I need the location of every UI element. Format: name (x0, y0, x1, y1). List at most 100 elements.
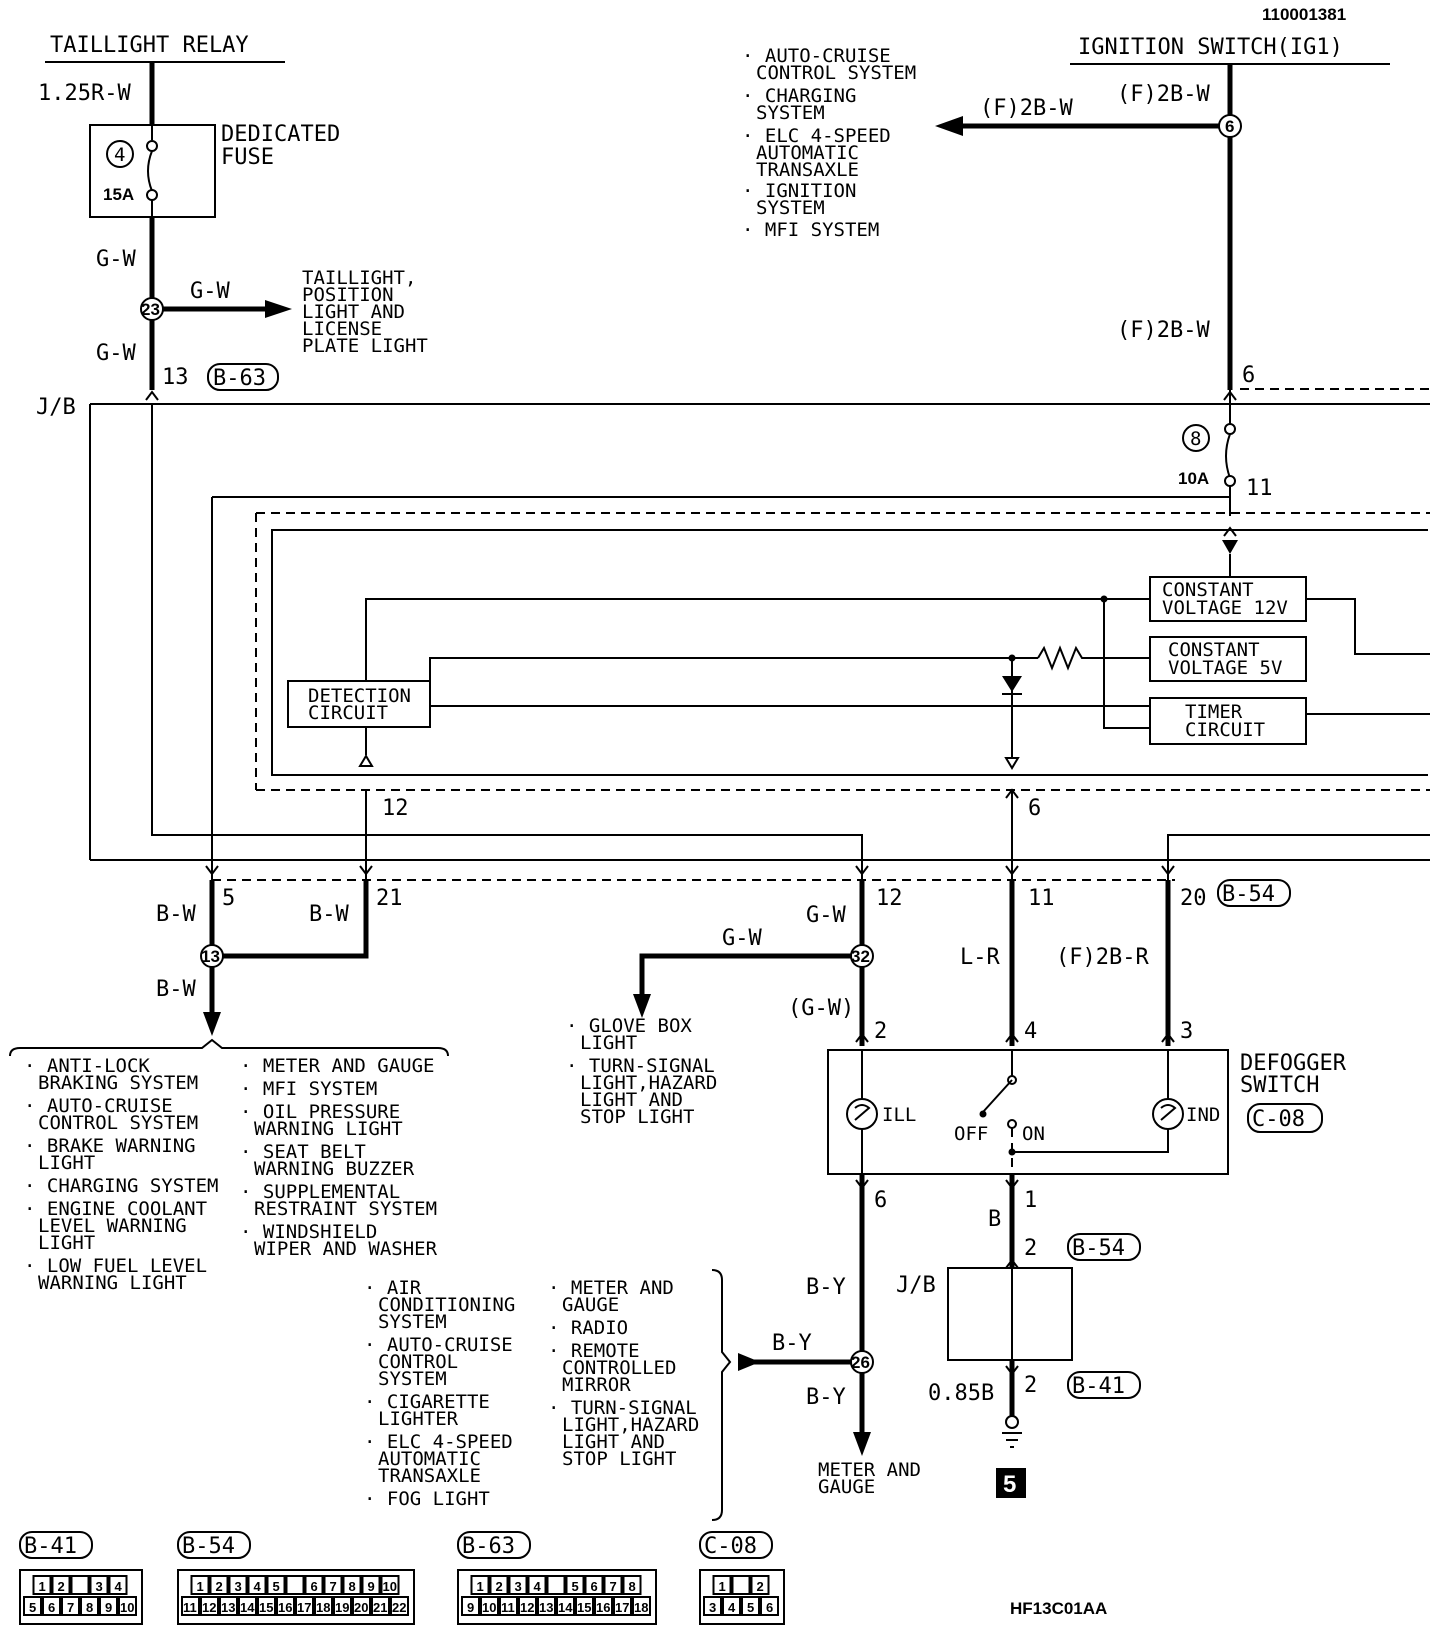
connector-pin-number: 9 (368, 1579, 375, 1594)
figure-code: HF13C01AA (1010, 1599, 1107, 1618)
connector-tag (19, 1531, 93, 1559)
svg-text:· ELC 4-SPEED: · ELC 4-SPEED (364, 1431, 513, 1453)
fuse-link (1225, 433, 1231, 479)
connector-tag (177, 1531, 251, 1559)
pin-label: 1 (1024, 1188, 1037, 1213)
pin-arrow (1161, 1032, 1175, 1043)
connector-pin (371, 1596, 390, 1616)
connector-pin (518, 1596, 537, 1616)
connector-pin-number: 12 (202, 1600, 216, 1615)
pin-label: 11 (1246, 476, 1273, 501)
junction-label: 23 (141, 300, 160, 319)
connector-pin-number: 5 (747, 1600, 754, 1615)
connector-pin-number: 9 (105, 1600, 112, 1615)
connector-pin (461, 1596, 480, 1616)
wire-label: L-R (960, 945, 1000, 970)
connector-pin (712, 1575, 732, 1595)
fuse-number: 4 (114, 144, 125, 166)
connector-pin-number: 4 (728, 1600, 736, 1615)
ig-load: SYSTEM (756, 197, 825, 219)
connector-pin (276, 1596, 295, 1616)
svg-text:STOP LIGHT: STOP LIGHT (580, 1106, 694, 1128)
connector-pin-number: 7 (610, 1579, 617, 1594)
bw-loads-left: · ANTI-LOCK BRAKING SYSTEM · AUTO-CRUISE… (24, 1055, 218, 1294)
svg-text:LIGHT AND: LIGHT AND (562, 1431, 665, 1453)
ig-load: TRANSAXLE (756, 159, 859, 181)
svg-text:LIGHT,HAZARD: LIGHT,HAZARD (580, 1072, 717, 1094)
pin-label: 6 (1028, 796, 1041, 821)
wire-segment (1012, 1129, 1169, 1153)
connector-pin-number: 1 (197, 1579, 204, 1594)
connector-pin-number: 2 (58, 1579, 65, 1594)
connector-pin (266, 1575, 286, 1595)
switch-contact-off (979, 1110, 987, 1118)
ig-load: AUTOMATIC (756, 142, 859, 164)
fuse-terminal (1224, 475, 1236, 487)
gw-loads: · GLOVE BOX LIGHT · TURN-SIGNAL LIGHT,HA… (566, 1015, 717, 1128)
svg-text:CONTROLLED: CONTROLLED (562, 1357, 676, 1379)
cv12-label: VOLTAGE 12V (1162, 597, 1288, 619)
fuse-rating: 10A (1178, 469, 1209, 488)
connector-pin (70, 1575, 90, 1595)
connector-pin (480, 1596, 499, 1616)
connector-tag (1067, 1371, 1141, 1399)
connector-pin (565, 1575, 585, 1595)
wire-label: (F)2B-W (1117, 82, 1210, 107)
connector-pin (594, 1596, 613, 1616)
connector-tag (699, 1531, 773, 1559)
svg-text:LIGHTER: LIGHTER (378, 1408, 459, 1430)
svg-text:· CHARGING SYSTEM: · CHARGING SYSTEM (24, 1175, 218, 1197)
pin-label: 13 (162, 365, 189, 390)
connector-pin-number: 13 (221, 1600, 235, 1615)
junction-label: 26 (851, 1353, 870, 1372)
svg-text:AUTOMATIC: AUTOMATIC (378, 1448, 481, 1470)
pin-arrow (855, 1032, 869, 1043)
pin-arrow (1005, 865, 1019, 876)
connector-pin (89, 1575, 109, 1595)
arrow-icon (935, 116, 963, 136)
connector-name: B-41 (24, 1534, 77, 1559)
svg-text:LIGHT AND: LIGHT AND (580, 1089, 683, 1111)
pin-arrow (1004, 757, 1020, 770)
svg-text:· TURN-SIGNAL: · TURN-SIGNAL (548, 1397, 697, 1419)
pin-label: 2 (1024, 1373, 1037, 1398)
wire-label: G-W (806, 903, 846, 928)
connector-pin (741, 1596, 760, 1616)
connector-pin-number: 21 (373, 1600, 387, 1615)
connector-pin-number: 16 (596, 1600, 610, 1615)
fuse-number-circle (106, 140, 134, 168)
connector-pin (537, 1596, 556, 1616)
connector-pin-number: 2 (496, 1579, 503, 1594)
svg-text:LEVEL WARNING: LEVEL WARNING (38, 1215, 187, 1237)
ig-load: · CHARGING (742, 85, 856, 107)
ig-load: · ELC 4-SPEED (742, 125, 891, 147)
svg-text:· MFI SYSTEM: · MFI SYSTEM (240, 1078, 377, 1100)
pin-label: 12 (876, 886, 903, 911)
connector-pin-number: 15 (577, 1600, 591, 1615)
taillight-dest: TAILLIGHT, (302, 267, 416, 289)
connector-pin (219, 1596, 238, 1616)
wire-label: B-Y (772, 1331, 812, 1356)
connector-name: C-08 (704, 1534, 757, 1559)
wire-gw-branch (639, 953, 862, 1000)
connector-pin-number: 6 (311, 1579, 318, 1594)
connector-pin-number: 14 (240, 1600, 255, 1615)
svg-text:· CIGARETTE: · CIGARETTE (364, 1391, 490, 1413)
connector-pin (257, 1596, 276, 1616)
fuse-number-circle (1182, 424, 1210, 452)
on-label: ON (1022, 1123, 1045, 1145)
junction-26 (850, 1350, 874, 1374)
connector-pin (622, 1575, 642, 1595)
connector-pin-number: 11 (501, 1600, 515, 1615)
ig-load: CONTROL SYSTEM (756, 62, 916, 84)
lamp-filament (854, 1104, 871, 1121)
switch-lever[interactable] (982, 1079, 1013, 1113)
connector-pin (247, 1575, 267, 1595)
constant-voltage-12v-box (1149, 576, 1307, 622)
fuse-terminal (146, 140, 158, 152)
pin-arrow (1005, 1258, 1019, 1269)
connector-pin (118, 1596, 137, 1616)
detection-circuit-box (287, 680, 431, 728)
wire-label: (F)2B-W (1117, 318, 1210, 343)
connector-pin (200, 1596, 219, 1616)
